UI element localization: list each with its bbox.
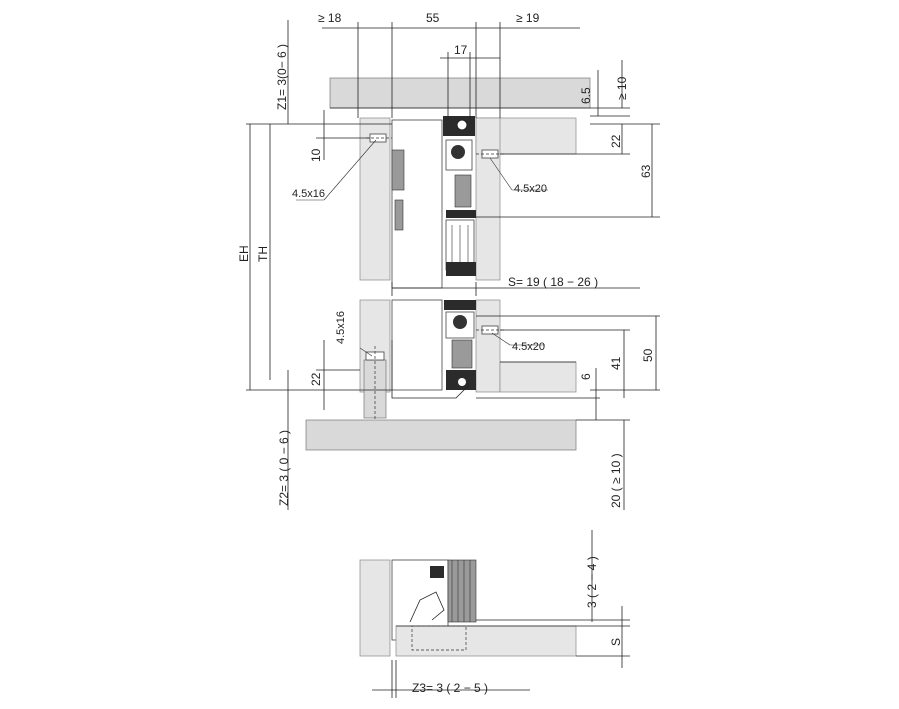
s-range [391,282,640,296]
label-eh: EH [237,245,251,262]
label-s-range: S= 19 ( 18 − 26 ) [508,275,598,289]
label-top-width: 55 [426,11,440,25]
bottom-section [359,530,630,698]
screw-bottom-left-icon [363,346,387,434]
top-section [246,20,660,390]
mid-door-left [391,299,443,391]
label-z2: Z2= 3 ( 0 − 6 ) [277,430,291,506]
label-dim-3-2-4: 3 ( 2 − 4 ) [585,556,599,608]
bottom-floor-panel [395,625,577,657]
label-screw-top-left: 4.5x16 [292,188,325,200]
top-door-panel [475,117,501,281]
bottom-side-panel [359,559,391,657]
label-dim-22-bottom: 22 [309,372,323,386]
screw-bottom-right-icon [476,325,504,335]
top-side-panel [359,117,391,281]
label-screw-bottom-right: 4.5x20 [512,341,545,353]
mid-door-panel [475,299,501,393]
label-screw-bottom-left: 4.5x16 [335,311,347,344]
label-dim-10: 10 [309,148,323,162]
label-top-6-5: 6.5 [579,87,593,104]
middle-section [246,299,660,510]
label-dim-22-top: 22 [609,134,623,148]
label-top-right-gap: ≥ 19 [516,11,540,25]
label-dim-6: 6 [579,373,593,380]
ceiling-panel [329,77,591,109]
label-top-left-gap: ≥ 18 [318,11,342,25]
label-dim-63: 63 [639,164,653,178]
floor-slab [305,419,577,451]
label-dim-50: 50 [641,348,655,362]
label-rail-width: 17 [454,43,468,57]
label-dim-s: S [609,638,623,646]
label-dim-20: 20 ( ≥ 10 ) [609,453,623,508]
label-screw-top-right: 4.5x20 [514,183,547,195]
label-z1: Z1= 3(0− 6 ) [275,44,289,110]
label-z3: Z3= 3 ( 2 − 5 ) [412,681,488,695]
floor-guide-icon [411,625,467,651]
mid-right-panel [499,361,577,393]
label-th: TH [256,246,270,262]
label-top-min-10: ≥ 10 [615,76,629,100]
bottom-door-stack [447,559,477,623]
label-dim-41: 41 [609,356,623,370]
